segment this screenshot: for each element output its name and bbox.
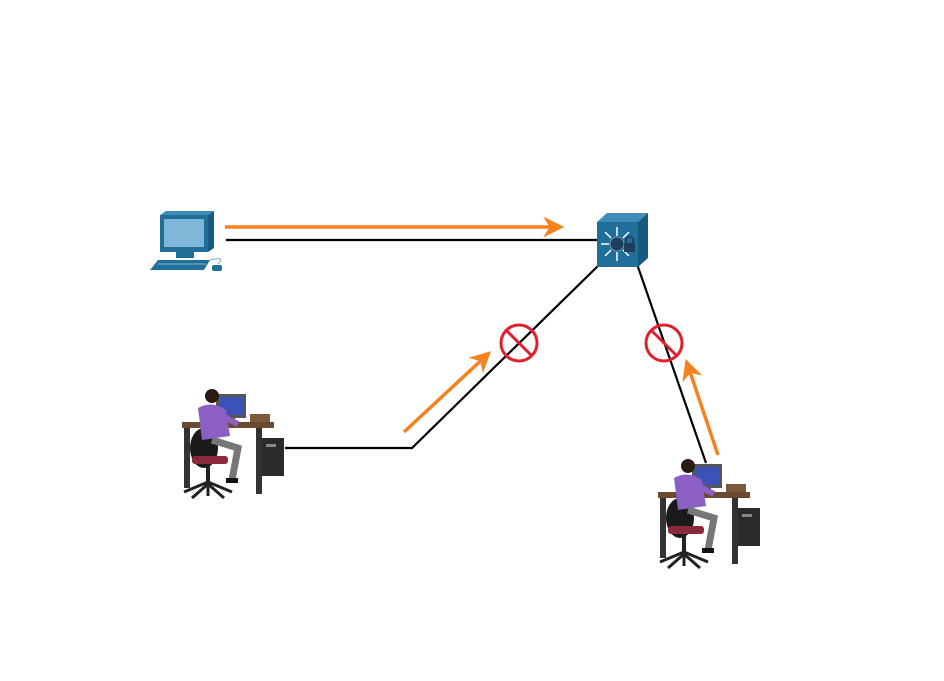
- blocked-icon: [644, 323, 684, 363]
- link-user2-switch: [635, 263, 708, 464]
- desktop-pc-icon[interactable]: [150, 211, 222, 271]
- link-user1-switch: [285, 263, 601, 450]
- multilayer-switch-icon[interactable]: [597, 213, 648, 267]
- blocked-icon: [499, 323, 539, 363]
- traffic-arrows: [225, 216, 720, 456]
- user-workstation-icon[interactable]: [182, 389, 284, 498]
- lock-icon: [624, 235, 635, 252]
- user-workstation-icon[interactable]: [658, 459, 760, 568]
- links: [226, 238, 708, 464]
- arrow-user1: [402, 351, 492, 434]
- arrow-user2: [682, 359, 720, 456]
